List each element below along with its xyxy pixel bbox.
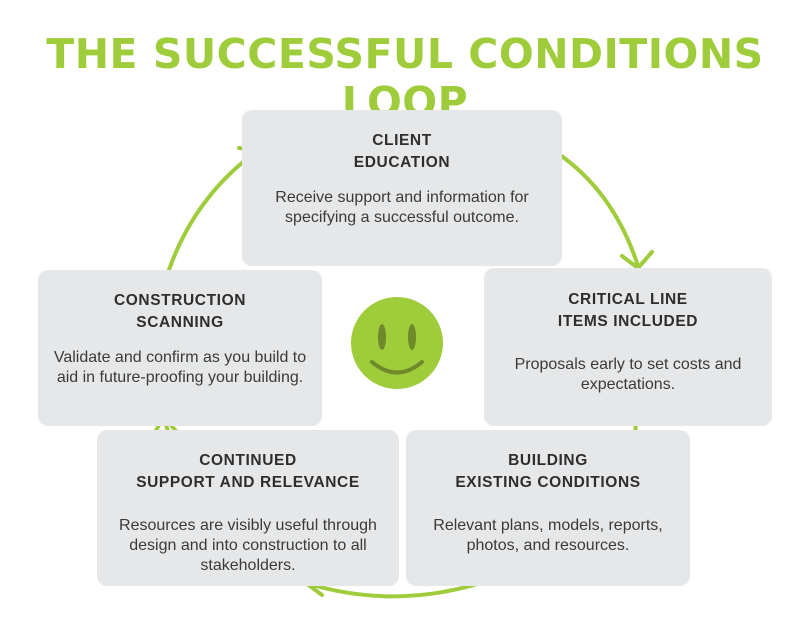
step-title: BUILDING EXISTING CONDITIONS <box>455 452 641 491</box>
step-continued-support: CONTINUED SUPPORT AND RELEVANCE Resource… <box>97 430 399 586</box>
step-description: Validate and confirm as you build to aid… <box>53 349 307 386</box>
step-title: CONTINUED SUPPORT AND RELEVANCE <box>136 452 360 491</box>
step-title: CRITICAL LINE ITEMS INCLUDED <box>557 291 699 330</box>
arrow-education-to-critical <box>546 145 654 270</box>
step-construction-scanning: CONSTRUCTION SCANNING Validate and confi… <box>38 270 322 426</box>
step-critical-line-items: CRITICAL LINE ITEMS INCLUDED Proposals e… <box>484 268 772 426</box>
step-description: Resources are visibly useful through des… <box>119 517 377 574</box>
smiley-face-icon <box>351 297 443 389</box>
step-description: Proposals early to set costs and expecta… <box>514 356 742 393</box>
step-building-existing-conditions: BUILDING EXISTING CONDITIONS Relevant pl… <box>406 430 690 586</box>
step-description: Relevant plans, models, reports, photos,… <box>433 517 663 554</box>
step-client-education: CLIENT EDUCATION Receive support and inf… <box>242 110 562 266</box>
diagram-title: THE SUCCESSFUL CONDITIONS LOOP <box>46 30 764 126</box>
step-title: CLIENT EDUCATION <box>353 132 451 171</box>
step-title: CONSTRUCTION SCANNING <box>113 292 247 331</box>
step-description: Receive support and information for spec… <box>275 189 529 226</box>
